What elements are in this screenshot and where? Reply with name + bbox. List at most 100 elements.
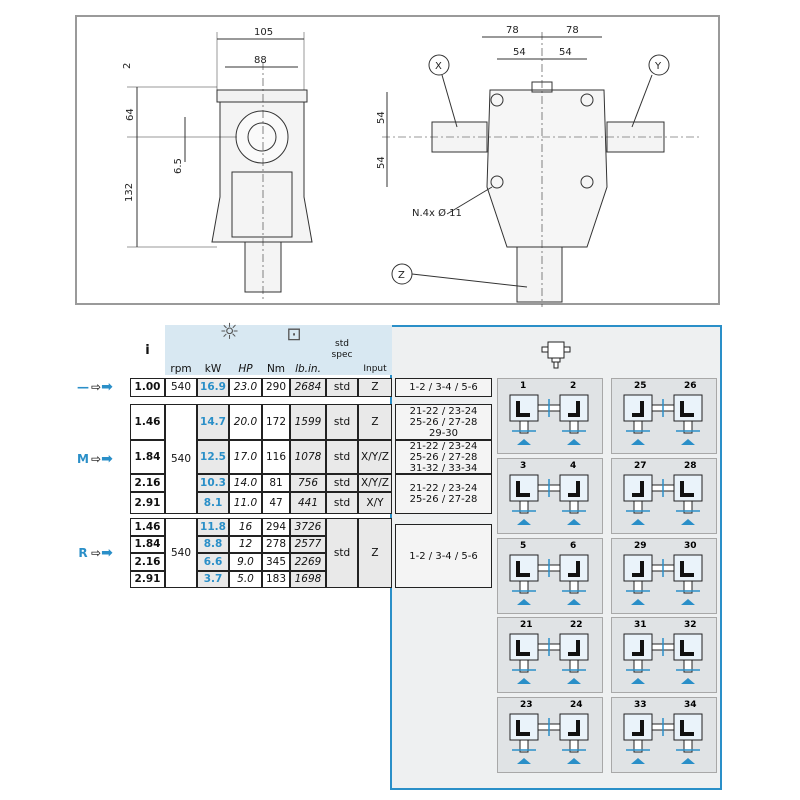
row-mounting-options: 21-22 / 23-24 25-26 / 27-28 <box>395 474 492 514</box>
mounting-number: 32 <box>684 620 697 630</box>
header-rpm: rpm <box>165 325 197 375</box>
row-input: X/Y/Z <box>358 474 392 492</box>
dim-2: 2 <box>122 63 133 69</box>
technical-drawing: 105 88 2 64 6.5 132 78 78 54 54 54 54 X … <box>75 15 720 307</box>
row-hp: 12 <box>229 536 262 553</box>
holes-spec: N.4x Ø 11 <box>412 207 462 219</box>
row-lbin: 2684 <box>290 378 326 397</box>
group-rpm: 540 <box>165 404 197 514</box>
group-mounting-options: 1-2 / 3-4 / 5-6 <box>395 524 492 588</box>
row-input: X/Y/Z <box>358 440 392 474</box>
header-input: Input <box>358 325 392 375</box>
dim-88: 88 <box>254 55 267 66</box>
row-ratio-i: 1.84 <box>130 536 165 553</box>
row-nm: 290 <box>262 378 290 397</box>
row-mounting-options: 21-22 / 23-24 25-26 / 27-28 29-30 <box>395 404 492 440</box>
mounting-number: 34 <box>684 700 697 710</box>
row-input: Z <box>358 404 392 440</box>
row-hp: 14.0 <box>229 474 262 492</box>
arrow-blue-icon: ➡ <box>101 544 113 561</box>
row-ratio-i: 1.46 <box>130 518 165 536</box>
row-kw: 8.8 <box>197 536 229 553</box>
shift-mode-R: R⇨➡ <box>75 518 130 588</box>
row-input: Z <box>358 378 392 397</box>
row-hp: 5.0 <box>229 571 262 588</box>
header-kw: kW <box>204 363 222 375</box>
mounting-diagram-icon <box>509 394 589 445</box>
mode-label: M <box>77 451 89 466</box>
arrow-icon: ⇨ <box>91 545 102 560</box>
mounting-diagram-icon <box>623 633 703 684</box>
row-ratio-i: 1.46 <box>130 404 165 440</box>
row-kw: 3.7 <box>197 571 229 588</box>
mounting-tile-21-22[interactable]: 21 22 <box>497 617 603 693</box>
mounting-number: 22 <box>570 620 583 630</box>
mounting-number: 29 <box>634 541 647 551</box>
mounting-diagram-icon <box>623 713 703 764</box>
sun-icon: ☼ <box>219 320 240 345</box>
mounting-number: 23 <box>520 700 533 710</box>
row-rpm: 540 <box>165 378 197 397</box>
gearbox-front-view <box>382 32 702 307</box>
row-lbin: 1078 <box>290 440 326 474</box>
row-nm: 345 <box>262 553 290 571</box>
shaft-label-x: X <box>435 61 442 72</box>
group-input: Z <box>358 518 392 588</box>
row-nm: 183 <box>262 571 290 588</box>
gearbox-icon <box>541 341 571 369</box>
row-lbin: 1698 <box>290 571 326 588</box>
row-lbin: 441 <box>290 492 326 514</box>
row-lbin: 756 <box>290 474 326 492</box>
mounting-number: 26 <box>684 381 697 391</box>
mounting-number: 28 <box>684 461 697 471</box>
header-ratio: i <box>145 342 150 358</box>
header-hp: HP <box>238 363 253 375</box>
mounting-number: 24 <box>570 700 583 710</box>
mounting-diagram-icon <box>509 554 589 605</box>
arrow-icon: ⇨ <box>91 380 102 394</box>
shaft-label-z: Z <box>398 270 405 281</box>
header-lbin: lb.in. <box>295 363 321 375</box>
dim-78-left: 78 <box>506 25 519 36</box>
row-hp: 9.0 <box>229 553 262 571</box>
mounting-number: 21 <box>520 620 533 630</box>
mounting-diagram-icon <box>509 633 589 684</box>
row-kw: 10.3 <box>197 474 229 492</box>
row-ratio-i: 2.16 <box>130 553 165 571</box>
mode-label: — <box>77 380 89 394</box>
torque-icon: ⊡ <box>286 324 302 345</box>
row-nm: 81 <box>262 474 290 492</box>
row-nm: 172 <box>262 404 290 440</box>
arrow-blue-icon: ➡ <box>101 379 113 395</box>
shaft-label-y: Y <box>654 61 662 72</box>
mounting-number: 31 <box>634 620 647 630</box>
mode-label: R <box>78 545 88 560</box>
row-hp: 20.0 <box>229 404 262 440</box>
dim-54-top: 54 <box>376 111 387 124</box>
mounting-tile-23-24[interactable]: 23 24 <box>497 697 603 773</box>
row-std: std <box>326 474 358 492</box>
row-std: std <box>326 404 358 440</box>
row-nm: 278 <box>262 536 290 553</box>
row-std: std <box>326 492 358 514</box>
dim-6-5: 6.5 <box>173 158 184 174</box>
arrow-icon: ⇨ <box>91 451 102 466</box>
row-std: std <box>326 440 358 474</box>
row-nm: 116 <box>262 440 290 474</box>
row-hp: 16 <box>229 518 262 536</box>
row-kw: 16.9 <box>197 378 229 397</box>
row-nm: 294 <box>262 518 290 536</box>
dim-78-right: 78 <box>566 25 579 36</box>
shift-mode-none: —⇨➡ <box>75 378 130 397</box>
group-rpm: 540 <box>165 518 197 588</box>
row-kw: 6.6 <box>197 553 229 571</box>
mounting-tile-31-32[interactable]: 31 32 <box>611 617 717 693</box>
row-mounting-options: 1-2 / 3-4 / 5-6 <box>395 378 492 397</box>
